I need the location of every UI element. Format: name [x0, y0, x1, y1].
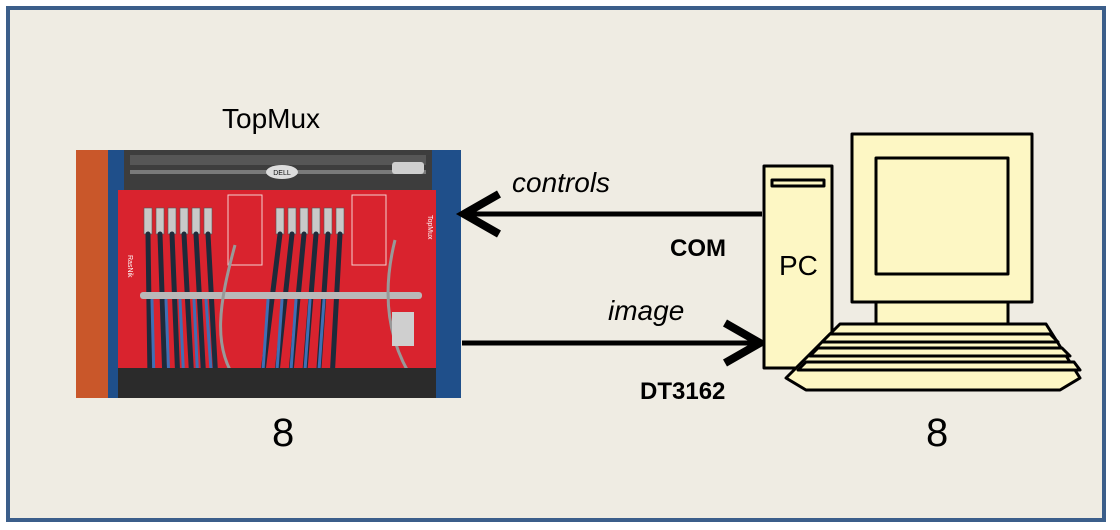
com-port-label: COM — [670, 235, 726, 262]
computer-icon — [762, 132, 1082, 392]
pc-count: 8 — [926, 411, 949, 455]
dell-logo-icon — [266, 165, 298, 179]
dt3162-label: DT3162 — [640, 378, 726, 405]
topmux-photo: DELL RasNik TopMux — [76, 150, 461, 398]
device-title: TopMux — [222, 103, 321, 134]
pc-label: PC — [779, 250, 818, 281]
photo-brand-text: DELL — [273, 170, 291, 177]
controls-label: controls — [512, 167, 611, 198]
image-label: image — [608, 295, 685, 326]
photo-right-label: TopMux — [426, 215, 433, 240]
photo-left-label: RasNik — [126, 255, 133, 278]
device-count: 8 — [272, 411, 295, 455]
